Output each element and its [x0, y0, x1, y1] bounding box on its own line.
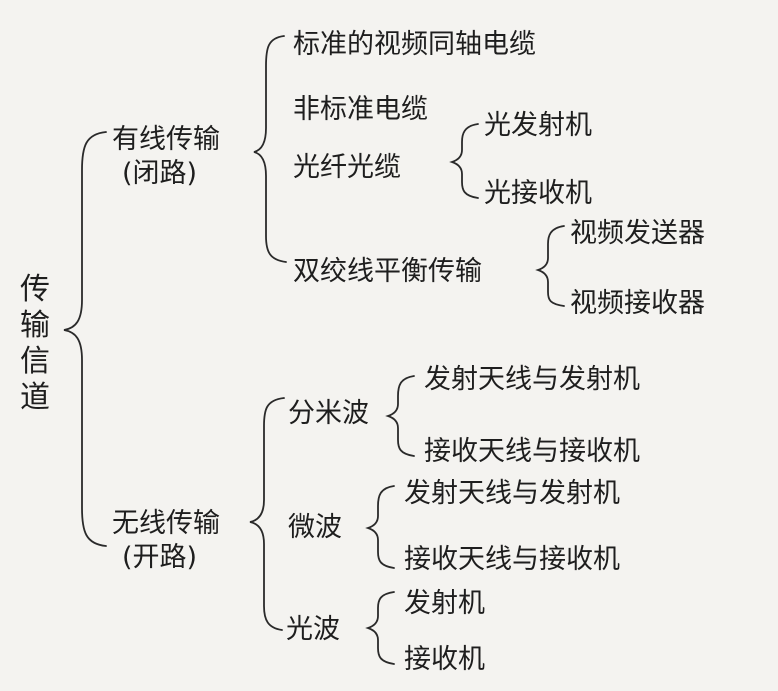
microwave-transmit-label: 发射天线与发射机	[404, 478, 620, 509]
microwave-receive-label: 接收天线与接收机	[404, 544, 620, 575]
wired-brace	[253, 35, 287, 263]
twisted-brace	[535, 225, 565, 307]
root-char-2: 输	[20, 308, 50, 343]
root-char-1: 传	[20, 272, 50, 307]
root-brace	[63, 131, 107, 547]
fiber-brace	[449, 123, 479, 199]
optical-brace	[365, 591, 395, 665]
wired-sublabel: (闭路)	[122, 158, 198, 189]
decimeter-brace	[385, 375, 415, 457]
optical-transmitter-label: 光发射机	[484, 110, 592, 141]
microwave-brace	[365, 485, 395, 569]
video-receiver-label: 视频接收器	[570, 288, 705, 319]
optical-receiver-label: 光接收机	[484, 178, 592, 209]
nonstandard-cable-label: 非标准电缆	[293, 94, 428, 125]
decimeter-receive-label: 接收天线与接收机	[424, 436, 640, 467]
wireless-brace	[249, 397, 285, 631]
twisted-pair-label: 双绞线平衡传输	[293, 256, 482, 287]
video-sender-label: 视频发送器	[570, 218, 705, 249]
fiber-cable-label: 光纤光缆	[293, 152, 401, 183]
wireless-sublabel: (开路)	[122, 542, 198, 573]
coax-cable-label: 标准的视频同轴电缆	[293, 29, 536, 60]
root-char-3: 信	[20, 344, 50, 379]
decimeter-transmit-label: 发射天线与发射机	[424, 364, 640, 395]
microwave-label: 微波	[288, 512, 342, 543]
decimeter-wave-label: 分米波	[288, 398, 369, 429]
root-char-4: 道	[20, 380, 50, 415]
light-transmitter-label: 发射机	[404, 588, 485, 619]
wired-label: 有线传输	[112, 124, 220, 155]
light-wave-label: 光波	[286, 614, 340, 645]
light-receiver-label: 接收机	[404, 644, 485, 675]
wireless-label: 无线传输	[112, 508, 220, 539]
